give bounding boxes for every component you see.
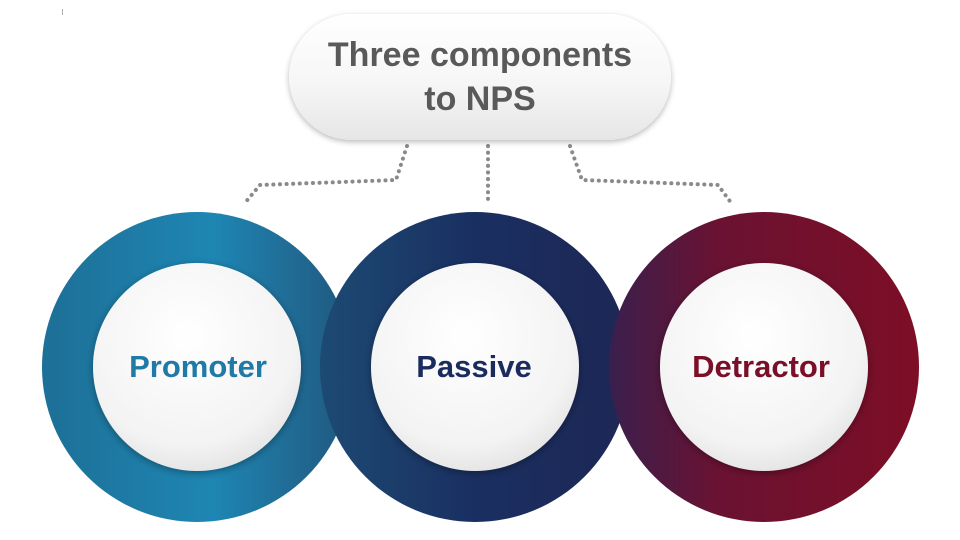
connector-detractor	[568, 144, 734, 206]
passive-disc	[371, 263, 579, 471]
promoter-label: Promoter	[129, 349, 267, 384]
diagram-title: Three components to NPS	[327, 36, 633, 118]
detractor-disc	[660, 263, 868, 471]
connector-promoter	[242, 144, 409, 206]
passive-label: Passive	[416, 349, 532, 384]
detractor-label: Detractor	[692, 349, 830, 384]
title-box: Three components to NPS	[289, 14, 671, 140]
promoter-disc	[93, 263, 301, 471]
corner-mark	[62, 9, 63, 15]
